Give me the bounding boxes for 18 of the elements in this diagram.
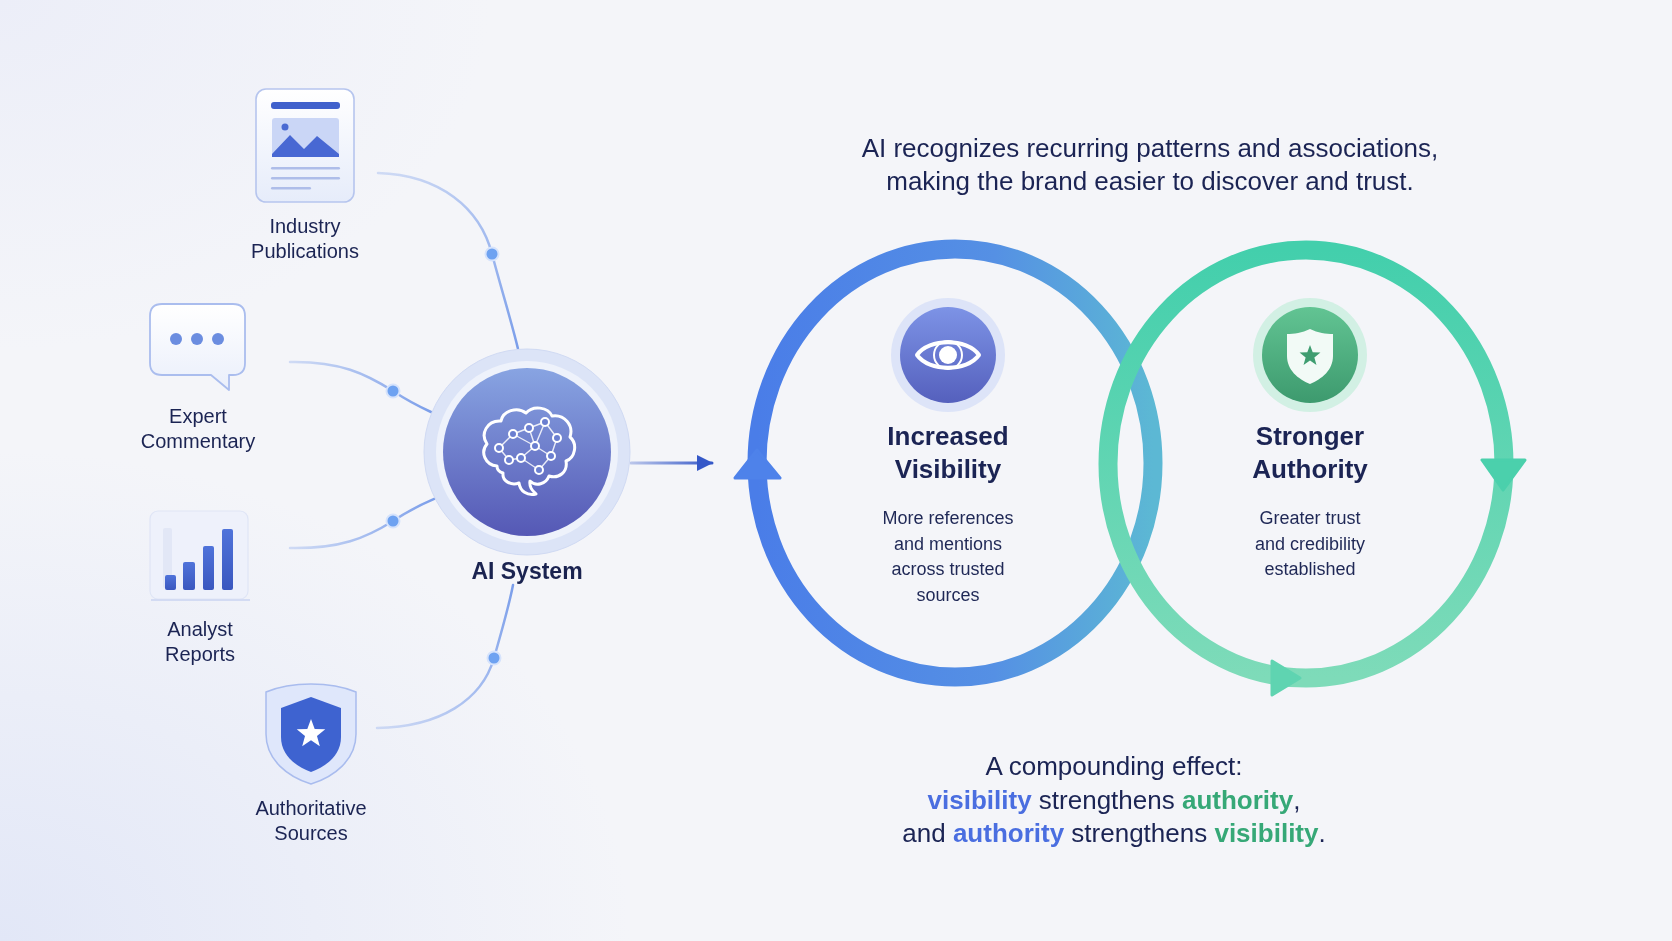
summary-text: visibility strengthens authority, (927, 783, 1301, 817)
source-label: Analyst Reports (165, 617, 235, 667)
summary-text: and authority strengthens visibility. (902, 817, 1326, 850)
headline-text: AI recognizes recurring patterns and associations, making the brand easier to discover and trust. (860, 132, 1440, 198)
stage-description: Greater trust and credibility established (1253, 507, 1367, 582)
flow-arrow (629, 455, 714, 471)
source-label: Industry Publications (251, 214, 359, 264)
connector-line (288, 497, 436, 550)
connector-line (376, 171, 520, 350)
system-label: AI System (471, 557, 583, 585)
stage-description: More references and mentions across trusted sources (881, 507, 1015, 607)
source-label: Expert Commentary (140, 404, 256, 454)
stage-title: Increased Visibility (887, 420, 1009, 486)
summary-text: A compounding effect: (985, 750, 1243, 783)
connector-line (288, 360, 433, 414)
source-label: Authoritative Sources (255, 796, 367, 846)
stage-title: Stronger Authority (1252, 420, 1368, 486)
connector-line (375, 583, 515, 730)
